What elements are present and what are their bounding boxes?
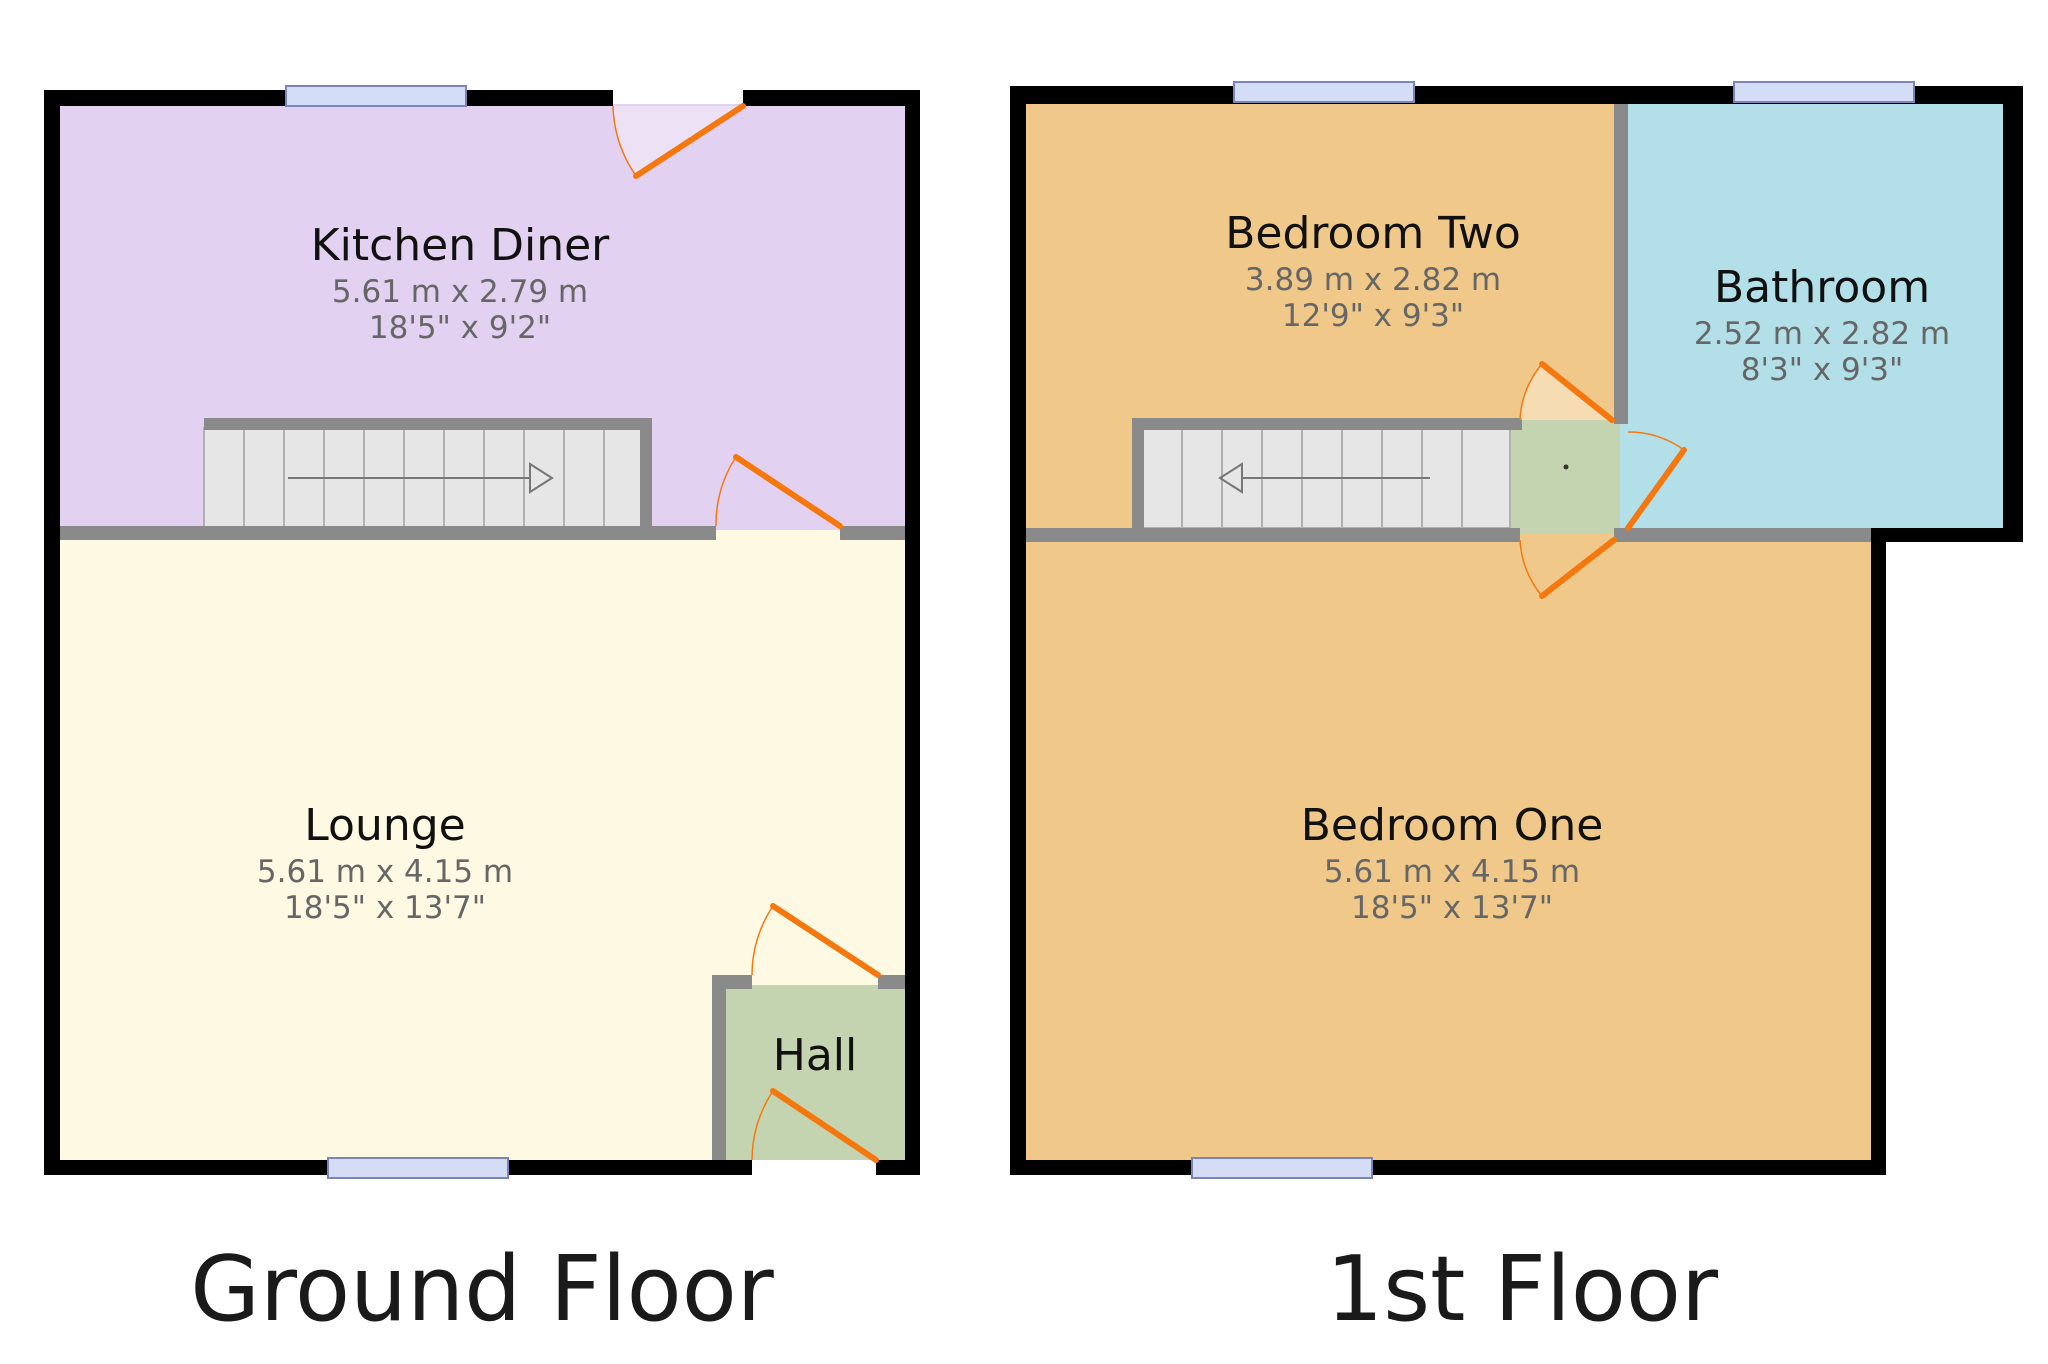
lounge-metric: 5.61 m x 4.15 m bbox=[257, 854, 513, 890]
bedroom-two-metric: 3.89 m x 2.82 m bbox=[1245, 262, 1501, 298]
ground-wall-left bbox=[44, 90, 60, 1175]
ground-wall-right bbox=[905, 90, 920, 1175]
bedroom-one-door bbox=[1519, 537, 1617, 599]
bathroom-bottom-wall bbox=[1614, 528, 1871, 542]
stair-wall-top bbox=[1132, 418, 1522, 430]
kitchen-diner-imperial: 18'5" x 9'2" bbox=[369, 310, 551, 346]
stair-wall-left bbox=[1132, 418, 1144, 530]
bedroom-two-imperial: 12'9" x 9'3" bbox=[1282, 298, 1464, 334]
stair-wall-right bbox=[640, 418, 652, 530]
bedroom-two-door bbox=[1519, 361, 1615, 423]
first-wall-bottom bbox=[1010, 1160, 1886, 1175]
first-stairs bbox=[1141, 427, 1511, 529]
bathroom-window bbox=[1733, 81, 1915, 103]
front-door bbox=[751, 1088, 879, 1163]
first-wall-left bbox=[1010, 86, 1026, 1175]
bedroom-one-window bbox=[1191, 1157, 1373, 1179]
hall-wall-top-right bbox=[878, 975, 905, 989]
kitchen-back-door bbox=[612, 103, 746, 179]
bedroom-two-window bbox=[1233, 81, 1415, 103]
ground-floor-label: Ground Floor bbox=[190, 1237, 774, 1342]
stairs-arrow-icon bbox=[1218, 462, 1243, 494]
landing-floor bbox=[1510, 420, 1620, 534]
hall-wall-left bbox=[712, 975, 726, 1160]
kitchen-diner-name: Kitchen Diner bbox=[311, 220, 610, 271]
bathroom-floor bbox=[1619, 104, 2003, 530]
first-wall-bathroom-right bbox=[2003, 86, 2023, 542]
bedroom-one-imperial: 18'5" x 13'7" bbox=[1351, 890, 1553, 926]
kitchen-diner-metric: 5.61 m x 2.79 m bbox=[332, 274, 588, 310]
kitchen-lounge-wall-left bbox=[60, 526, 716, 540]
ground-wall-bottom-right bbox=[876, 1160, 920, 1175]
kitchen-window bbox=[285, 85, 467, 107]
ground-stairs bbox=[203, 427, 643, 529]
kitchen-lounge-door bbox=[715, 454, 843, 529]
stair-wall-top bbox=[204, 418, 652, 430]
bathroom-imperial: 8'3" x 9'3" bbox=[1741, 352, 1904, 388]
bathroom-metric: 2.52 m x 2.82 m bbox=[1694, 316, 1950, 352]
first-floor-label: 1st Floor bbox=[1326, 1237, 1718, 1342]
hall-name: Hall bbox=[773, 1030, 858, 1081]
bathroom-door bbox=[1625, 431, 1687, 531]
bedroom-two-name: Bedroom Two bbox=[1225, 208, 1521, 259]
hall-lounge-door bbox=[751, 903, 881, 978]
first-floor: Bedroom Two 3.89 m x 2.82 m 12'9" x 9'3"… bbox=[1010, 81, 2023, 1342]
bedroom-bathroom-wall bbox=[1614, 104, 1628, 424]
bedroom-one-metric: 5.61 m x 4.15 m bbox=[1324, 854, 1580, 890]
lounge-name: Lounge bbox=[304, 800, 465, 851]
first-wall-right bbox=[1871, 528, 1886, 1175]
lounge-window bbox=[327, 1157, 509, 1179]
bedroom-divider-wall bbox=[1026, 528, 1520, 542]
lounge-imperial: 18'5" x 13'7" bbox=[284, 890, 486, 926]
bathroom-name: Bathroom bbox=[1714, 262, 1930, 313]
landing-ceiling-light bbox=[1563, 464, 1569, 470]
first-wall-bathroom-bottom bbox=[1871, 528, 2023, 542]
bedroom-one-floor bbox=[1026, 530, 1871, 1160]
stairs-arrow-icon bbox=[529, 462, 554, 494]
bedroom-one-name: Bedroom One bbox=[1301, 800, 1604, 851]
ground-wall-top-right bbox=[743, 90, 920, 106]
kitchen-lounge-wall-right bbox=[840, 526, 905, 540]
hall-floor bbox=[716, 985, 905, 1160]
ground-floor: Kitchen Diner 5.61 m x 2.79 m 18'5" x 9'… bbox=[44, 85, 920, 1342]
